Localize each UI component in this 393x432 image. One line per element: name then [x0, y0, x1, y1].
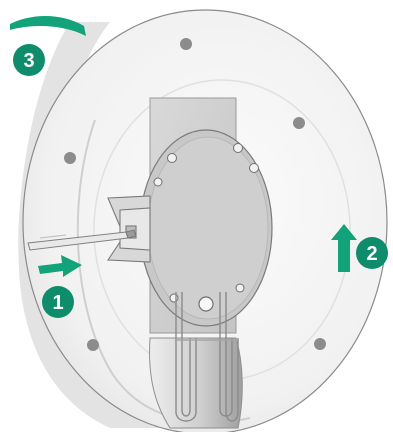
step-3-badge: 3 [13, 44, 45, 76]
bracket-screw [250, 164, 259, 173]
bracket-screw [234, 144, 243, 153]
bracket-screw [170, 294, 178, 302]
mount-hole [293, 117, 305, 129]
step-2-label: 2 [366, 243, 377, 265]
bracket-center-hole [199, 297, 213, 311]
bracket-disc-face [148, 137, 268, 319]
step-3-label: 3 [23, 50, 34, 72]
mount-hole [180, 38, 192, 50]
step-2-badge: 2 [356, 237, 388, 269]
mount-hole [314, 338, 326, 350]
step-1-label: 1 [52, 292, 63, 314]
mount-hole [87, 339, 99, 351]
bracket-screw [168, 154, 177, 163]
bracket-screw [154, 178, 162, 186]
bracket-screw [236, 284, 244, 292]
mount-hole [64, 152, 76, 164]
mounting-bracket [140, 130, 272, 326]
step-1-badge: 1 [42, 286, 74, 318]
